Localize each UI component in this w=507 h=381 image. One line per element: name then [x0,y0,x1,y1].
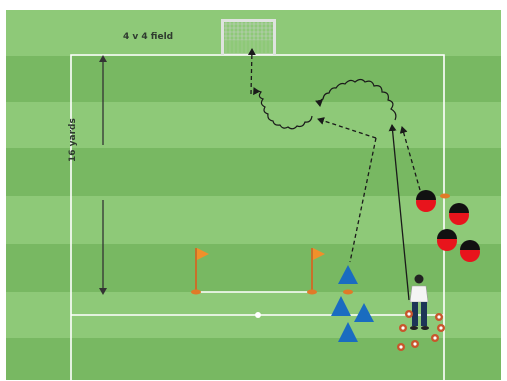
corner-flag-icon [191,248,209,295]
soccer-ball-icon [431,334,439,342]
defender-red-black-icon [449,203,469,225]
dimension-label: 16 yards [68,118,78,162]
soccer-ball-icon [405,310,413,318]
dribble-path-left [253,87,313,130]
defender-red-black-icon [416,190,436,212]
pass-line-right [399,126,421,191]
marker-disc [440,193,450,199]
marker-disc [343,289,353,295]
blue-cone-icon [354,303,374,322]
goal-net-icon [221,19,276,55]
field-title: 4 v 4 field [123,32,174,42]
blue-cone-icon [338,322,358,342]
dribble-path-right [315,78,397,121]
defender-red-black-icon [460,240,480,262]
corner-flag-icon [307,248,325,295]
soccer-ball-icon [397,343,405,351]
run-line-up [388,124,410,301]
soccer-ball-icon [435,313,443,321]
grass-stripes [6,10,501,380]
defender-red-black-icon [437,229,457,251]
soccer-ball-icon [399,324,407,332]
running-paths [247,48,421,301]
center-spot [255,312,261,318]
field-boundary [70,54,445,381]
soccer-ball-icon [411,340,419,348]
pass-line-left [317,117,377,139]
pass-line-cone [349,137,377,263]
shot-line [247,48,256,95]
coach-figure-icon [409,274,429,330]
blue-cone-icon [331,296,351,316]
soccer-ball-icon [437,324,445,332]
blue-cone-icon [338,265,358,284]
